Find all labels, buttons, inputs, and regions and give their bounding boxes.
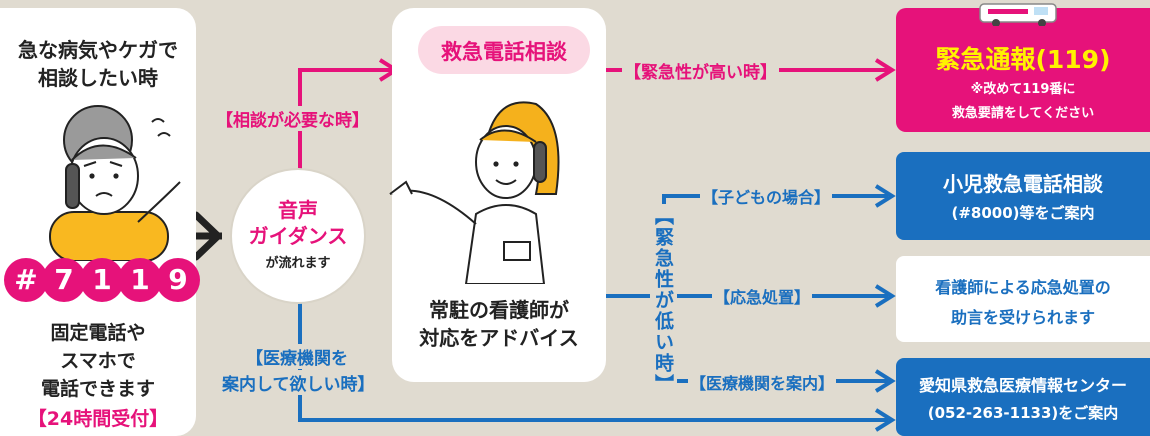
info-center-sub: (052-263-1133)をご案内 [927, 404, 1119, 422]
facility-arrow [298, 295, 888, 422]
number-digit-1b: 1 [118, 258, 162, 302]
consult-arrow [298, 68, 392, 180]
nurse-illustration [389, 101, 560, 284]
facility-arrow-head [874, 408, 896, 432]
guidance-line2: ガイダンス [248, 224, 348, 248]
worried-woman-illustration [49, 105, 181, 261]
first-aid-box [896, 256, 1150, 342]
facility-branch-arrow-head [874, 369, 896, 393]
low-urgency-label: 【緊急性が低い時】 [650, 204, 677, 395]
guidance-line1: 音声 [278, 198, 318, 222]
facility-guide-label: 【医療機関を案内】 [688, 370, 837, 394]
emergency-note-line2: 救急要請をしてください [951, 106, 1095, 121]
high-urgency-arrow-head [874, 58, 896, 82]
guidance-line3: が流れます [265, 256, 331, 271]
hours-label: 【24時間受付】 [27, 408, 169, 430]
emergency-title: 緊急通報(119) [935, 45, 1111, 74]
emergency-note-line1: ※改めて119番に [970, 82, 1076, 97]
facility-label-line2: 案内して欲しい時】 [220, 370, 377, 395]
number-digit-1a: 1 [80, 258, 124, 302]
high-urgency-label: 【緊急性が高い時】 [622, 58, 779, 83]
child-consult-box [896, 152, 1150, 240]
number-digit-hash: # [4, 258, 48, 302]
first-aid-label: 【応急処置】 [712, 284, 813, 308]
first-aid-line1: 看護師による応急処置の [935, 278, 1111, 297]
consult-needed-label: 【相談が必要な時】 [214, 106, 371, 131]
child-consult-sub: (#8000)等をご案内 [951, 204, 1095, 222]
caller-heading-line1: 急な病気やケガで [18, 38, 178, 62]
number-digit-7: 7 [42, 258, 86, 302]
facility-label-line1: 【医療機関を [244, 344, 350, 369]
emergency-box [896, 8, 1150, 132]
info-center-title: 愛知県救急医療情報センター [918, 376, 1127, 395]
number-digit-9: 9 [156, 258, 200, 302]
consult-title: 救急電話相談 [441, 40, 567, 64]
first-aid-line2: 助言を受けられます [950, 308, 1095, 327]
caller-body-line2: スマホで [60, 350, 136, 372]
consult-title-pill [418, 26, 590, 74]
caller-body-line1: 固定電話や [50, 322, 146, 344]
guidance-circle [232, 170, 364, 302]
consult-body-line2: 対応をアドバイス [419, 326, 579, 350]
ambulance-icon [979, 3, 1057, 26]
child-arrow-head [874, 184, 896, 208]
caller-heading-line2: 相談したい時 [38, 66, 158, 90]
first-aid-arrow-head [874, 284, 896, 308]
child-consult-title: 小児救急電話相談 [943, 172, 1103, 196]
info-center-box [896, 358, 1150, 436]
caller-body-line3: 電話できます [40, 378, 155, 400]
child-case-label: 【子どもの場合】 [700, 184, 833, 208]
consult-body-line1: 常駐の看護師が [429, 298, 569, 322]
